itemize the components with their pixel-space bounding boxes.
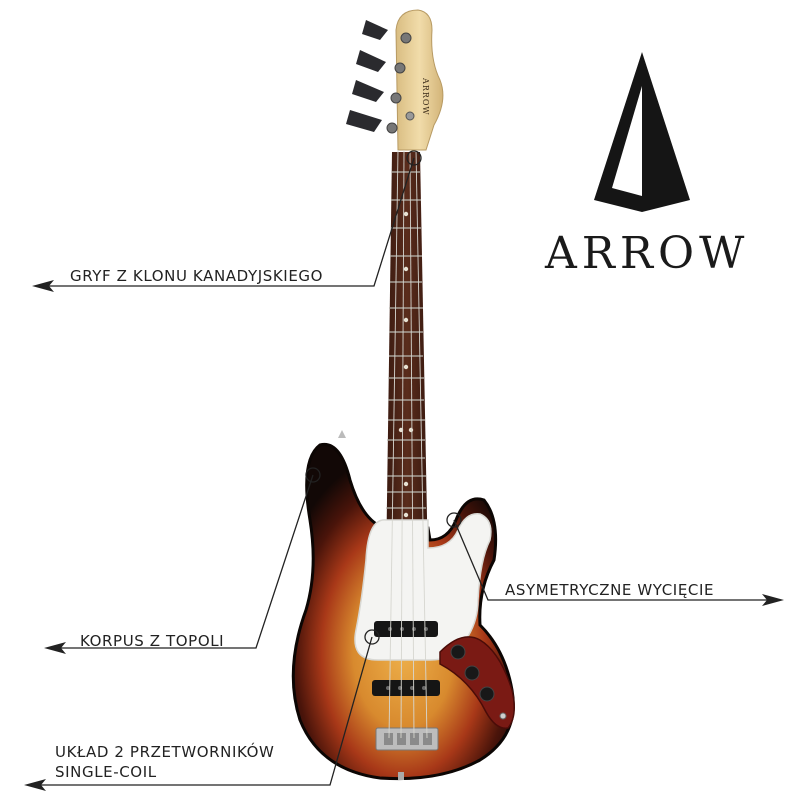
headstock-logo-text: ARROW (421, 77, 430, 116)
output-jack (398, 772, 404, 780)
callout-cutaway-label: ASYMETRYCZNE WYCIĘCIE (505, 581, 715, 599)
bridge (375, 727, 439, 751)
callout-neck-label: GRYF Z KLONU KANADYJSKIEGO (70, 267, 324, 285)
strap-button (338, 430, 346, 438)
callout-arrowheads (24, 280, 784, 791)
callout-pickups-label: UKŁAD 2 PRZETWORNIKÓW SINGLE-COIL (55, 742, 274, 782)
headstock: ARROW (346, 9, 444, 151)
control-plate (439, 636, 515, 729)
brand-logo-text: ARROW (545, 228, 750, 279)
callout-body-label: KORPUS Z TOPOLI (80, 632, 225, 650)
control-knobs (450, 644, 507, 720)
arrow-logo-icon (594, 52, 690, 212)
fret-markers (398, 211, 414, 518)
guitar-body (291, 149, 515, 781)
neck-pickup (374, 621, 438, 637)
callout-pickups-line1: UKŁAD 2 PRZETWORNIKÓW (55, 743, 275, 761)
bridge-pickup (372, 680, 440, 696)
strings (388, 149, 428, 739)
callout-pickups-line2: SINGLE-COIL (55, 763, 157, 781)
tuning-pegs (346, 20, 415, 134)
callout-lines (30, 150, 778, 786)
